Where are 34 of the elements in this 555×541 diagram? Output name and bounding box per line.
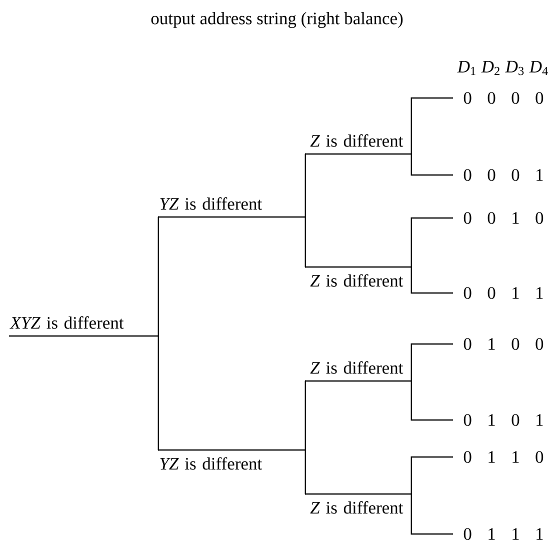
tree-connector	[304, 450, 306, 495]
title: output address string (right balance)	[151, 12, 403, 28]
tree-connector	[410, 267, 453, 294]
tree-connector	[410, 154, 453, 176]
address-code: 0 0 1 0	[464, 212, 544, 224]
tree-connector	[410, 97, 453, 154]
address-code: 0 1 1 0	[464, 451, 544, 463]
tree-connector	[410, 456, 453, 494]
tree-connector	[410, 494, 453, 535]
column-header: D$_{2}$	[481, 60, 500, 76]
tree-connector	[304, 380, 306, 450]
address-code: 0 1 0 1	[464, 414, 543, 426]
tree-connector	[304, 217, 306, 268]
tree-connector	[410, 217, 453, 267]
tree-branch: YZ is different	[158, 197, 306, 218]
address-code: 0 0 1 1	[464, 287, 543, 299]
tree-connector	[157, 336, 159, 451]
address-code: 0 0 0 0	[464, 92, 544, 104]
address-code: 0 1 0 0	[464, 338, 544, 350]
column-header: D$_{4}$	[529, 60, 548, 76]
tree-connector	[304, 153, 306, 217]
tree-branch: Z is different	[305, 361, 412, 382]
tree-connector	[410, 343, 453, 381]
tree-branch: Z is different	[305, 134, 412, 155]
column-header: D$_{3}$	[505, 60, 524, 76]
tree-branch: XYZ is different	[9, 316, 158, 337]
tree-branch: Z is different	[305, 266, 412, 287]
tree-branch: YZ is different	[158, 449, 306, 470]
address-code: 0 0 0 1	[464, 169, 543, 181]
tree-branch: Z is different	[305, 493, 412, 514]
tree-connector	[157, 216, 159, 336]
address-code: 0 1 1 1	[464, 528, 543, 540]
column-header: D$_{1}$	[457, 60, 476, 76]
tree-connector	[410, 381, 453, 421]
